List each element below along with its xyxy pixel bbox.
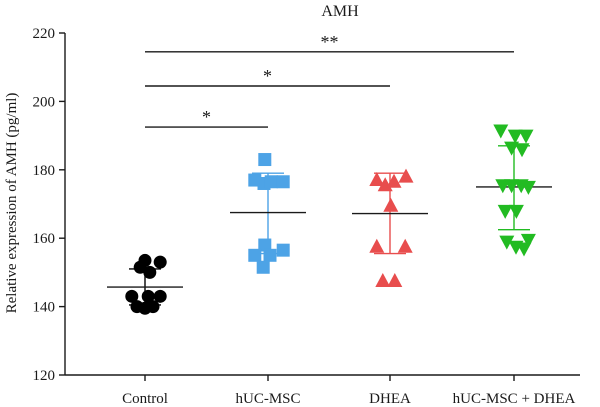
data-point-triangle-up [369,238,385,253]
x-tick-label: hUC-MSC [235,391,300,407]
data-point-triangle-up [375,272,391,287]
x-tick-label: hUC-MSC + DHEA [453,391,576,407]
chart-title: AMH [321,3,359,20]
y-tick-label: 200 [33,94,56,110]
data-point-triangle-down [507,129,523,144]
y-tick-label: 140 [33,300,56,316]
data-point-square [258,238,272,252]
y-ticks: 120 140 160 180 200 220 [33,26,65,384]
data-point-circle [141,289,155,303]
data-point-square [258,153,272,167]
data-point-triangle-down [493,124,509,139]
significance-brackets: **** [145,32,514,128]
data-point-square [276,175,290,189]
data-point-triangle-down [508,204,524,219]
data-point-circle [146,300,160,314]
x-tick-labels: Control hUC-MSC DHEA hUC-MSC + DHEA [122,375,575,407]
y-tick-label: 220 [33,26,56,42]
data-point-circle [143,265,157,279]
data-point-circle [153,255,167,269]
data-points [125,124,536,315]
data-point-triangle-down [520,233,536,248]
data-point-triangle-up [387,272,403,287]
data-point-triangle-down [497,204,513,219]
data-point-triangle-down [499,235,515,250]
data-point-triangle-down [504,141,520,156]
x-tick-label: DHEA [369,391,411,407]
data-point-triangle-up [369,172,385,187]
data-point-circle [133,260,147,274]
data-point-square [256,260,270,274]
y-tick-label: 180 [33,163,56,179]
data-point-triangle-up [386,173,402,188]
significance-stars: * [202,107,211,127]
y-axis-label: Relative expression of AMH (pg/ml) [4,93,20,314]
data-point-square [264,175,278,189]
data-point-square [263,248,277,262]
data-point-triangle-up [397,238,413,253]
x-tick-label: Control [122,391,168,407]
significance-stars: ** [321,32,339,52]
axes [64,33,580,376]
data-point-square [276,243,290,257]
data-point-triangle-down [520,180,536,195]
y-tick-label: 120 [33,368,56,384]
data-point-triangle-down [518,129,534,144]
y-tick-label: 160 [33,231,56,247]
data-point-circle [125,289,139,303]
significance-stars: * [263,66,272,86]
data-point-circle [153,289,167,303]
data-point-triangle-down [504,179,520,194]
data-point-triangle-up [398,168,414,183]
data-point-triangle-down [516,242,532,257]
data-point-square [248,248,262,262]
mean-sd-bars [107,145,552,306]
data-point-triangle-up [383,197,399,212]
data-point-triangle-down [514,143,530,158]
